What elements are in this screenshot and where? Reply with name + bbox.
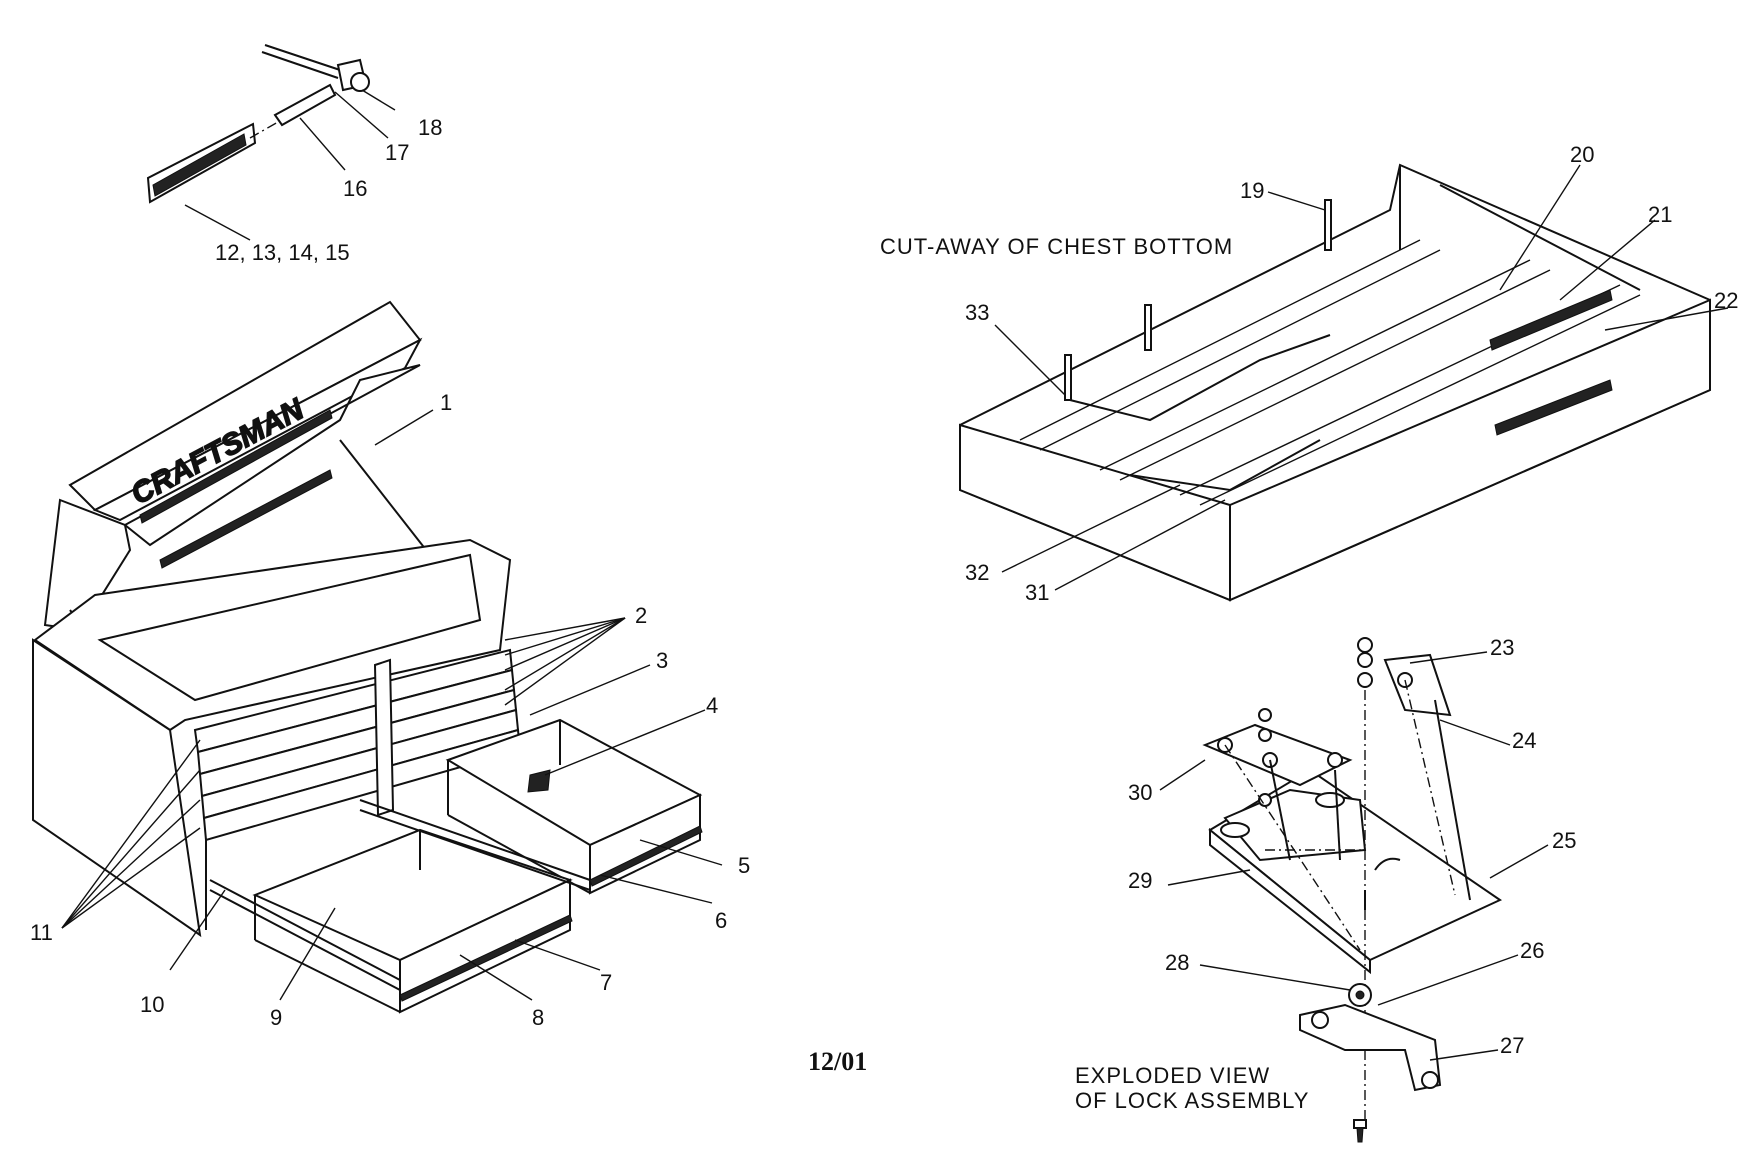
revision-date: 12/01 [808,1047,867,1076]
chest-leaders [61,409,723,1001]
callout-28: 28 [1165,950,1189,975]
callout-8: 8 [532,1005,544,1030]
callout-20: 20 [1570,142,1594,167]
callout-21: 21 [1648,202,1672,227]
open-drawer-right [445,718,703,895]
callout-26: 26 [1520,938,1544,963]
callout-labels: 1 2 3 4 5 6 7 8 9 10 11 12, 13, 14, 15 1… [30,115,1738,1058]
callout-33: 33 [965,300,989,325]
callout-10: 10 [140,992,164,1017]
callout-31: 31 [1025,580,1049,605]
callout-3: 3 [656,648,668,673]
callout-11: 11 [30,920,53,945]
callout-2: 2 [635,603,647,628]
lock-leaders [1159,651,1549,1061]
tool-chest: CRAFTSMAN [32,300,703,1014]
chest-bottom-cutaway [959,163,1711,602]
slide-leaders [184,89,396,241]
callout-18: 18 [418,115,442,140]
callout-5: 5 [738,853,750,878]
callout-6: 6 [715,908,727,933]
callout-25: 25 [1552,828,1576,853]
cutaway-caption: CUT-AWAY OF CHEST BOTTOM [880,234,1233,259]
callout-9: 9 [270,1005,282,1030]
callout-19: 19 [1240,178,1264,203]
callout-17: 17 [385,140,409,165]
callout-23: 23 [1490,635,1514,660]
cutaway-leaders [994,164,1729,591]
exploded-caption-line2: OF LOCK ASSEMBLY [1075,1088,1309,1113]
exploded-caption-line1: EXPLODED VIEW [1075,1063,1270,1088]
callout-30: 30 [1128,780,1152,805]
callout-24: 24 [1512,728,1536,753]
callout-16: 16 [343,176,367,201]
callout-7: 7 [600,970,612,995]
callout-22: 22 [1714,288,1738,313]
open-drawer-front [209,799,591,1014]
slide-detail [146,44,370,204]
callout-4: 4 [706,693,718,718]
callout-1: 1 [440,390,452,415]
lock-assembly [1202,637,1503,1143]
callout-32: 32 [965,560,989,585]
drawer-fronts [193,648,522,930]
callout-27: 27 [1500,1033,1524,1058]
callout-29: 29 [1128,868,1152,893]
callout-12-15: 12, 13, 14, 15 [215,240,350,265]
